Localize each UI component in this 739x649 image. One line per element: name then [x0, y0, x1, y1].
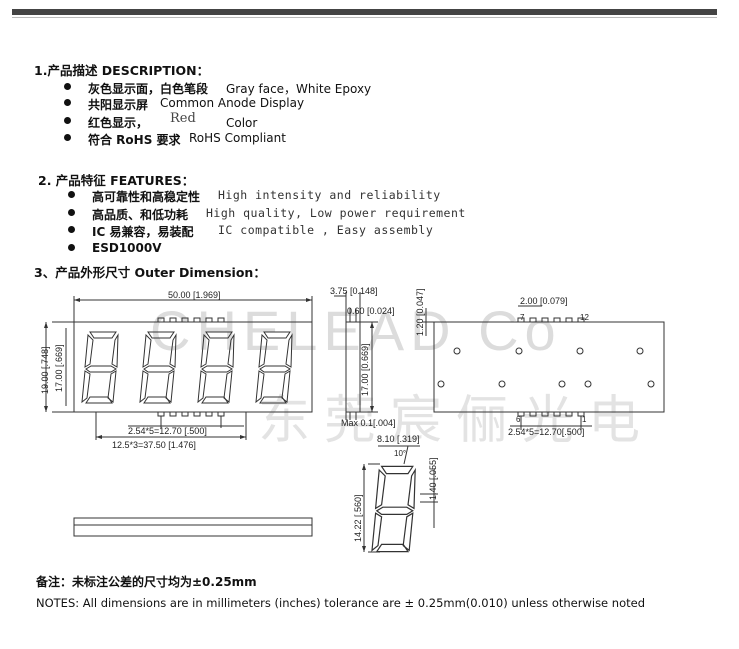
features-heading: 2. 产品特征 FEATURES：	[38, 173, 195, 188]
back-top-pins	[517, 317, 585, 323]
digit-detail	[371, 465, 416, 553]
bullet	[64, 83, 71, 90]
back-pin12-label: 12	[580, 313, 589, 322]
back-mounting-holes	[437, 347, 655, 388]
back-pin1-label: 1	[582, 415, 587, 424]
header-rule	[12, 17, 717, 18]
back-pin7-label: 7	[520, 313, 525, 322]
digit-width-label: 8.10 [.319]	[377, 434, 420, 444]
bottom-view-body	[73, 517, 313, 537]
digit-angle-label: 10°	[394, 449, 406, 458]
dimension-heading: 3、产品外形尺寸 Outer Dimension：	[34, 265, 266, 280]
bullet	[64, 134, 71, 141]
bullet	[68, 191, 75, 198]
digit-segment-label: 1.40 [.055]	[428, 457, 438, 500]
bullet	[64, 99, 71, 106]
front-inner-height-label: 17.00 [.669]	[54, 344, 64, 392]
digit-height-label: 14.22 [.560]	[353, 494, 363, 542]
notes-zh: 备注：未标注公差的尺寸均为±0.25mm	[36, 575, 257, 589]
bullet	[68, 226, 75, 233]
bullet	[64, 117, 71, 124]
color-word: Red	[170, 111, 196, 126]
front-outer-height-label: 19.00 [.748]	[40, 346, 50, 394]
front-width-label: 50.00 [1.969]	[168, 290, 221, 300]
side-max-label: Max 0.1[.004]	[341, 418, 396, 428]
bullet	[68, 244, 75, 251]
front-pin-pitch-label: 2.54*5=12.70 [.500]	[128, 426, 207, 436]
back-pin-pitch-label: 2.54*5=12.70[.500]	[508, 427, 584, 437]
back-pin6-label: 6	[516, 415, 521, 424]
digit-1	[81, 331, 119, 404]
front-view-body	[73, 321, 313, 413]
front-bottom-pins	[157, 411, 225, 417]
notes-en: NOTES: All dimensions are in millimeters…	[36, 596, 646, 610]
header-bar	[12, 9, 717, 15]
bullet	[68, 209, 75, 216]
watermark-cjk: 东莞宸俪光电	[258, 392, 654, 450]
side-view-body	[345, 321, 361, 413]
digit-pitch-label: 12.5*3=37.50 [1.476]	[112, 440, 196, 450]
back-view-body	[433, 321, 665, 413]
front-top-pins	[157, 317, 225, 323]
side-thickness-label: 3.75 [0.148]	[330, 286, 378, 296]
side-pin-label: 0.60 [0.024]	[347, 306, 395, 316]
outer-dimension-drawing: CHELEAD Co 东莞宸俪光电 50.00	[40, 286, 665, 553]
watermark-latin: CHELEAD Co	[150, 299, 562, 362]
side-height-label: 17.00 [0.669]	[360, 343, 370, 396]
back-offset-label: 1.20 [0.047]	[415, 288, 425, 336]
description-heading: 1.产品描述 DESCRIPTION：	[34, 63, 210, 78]
back-pin-spacing-label: 2.00 [0.079]	[520, 296, 568, 306]
